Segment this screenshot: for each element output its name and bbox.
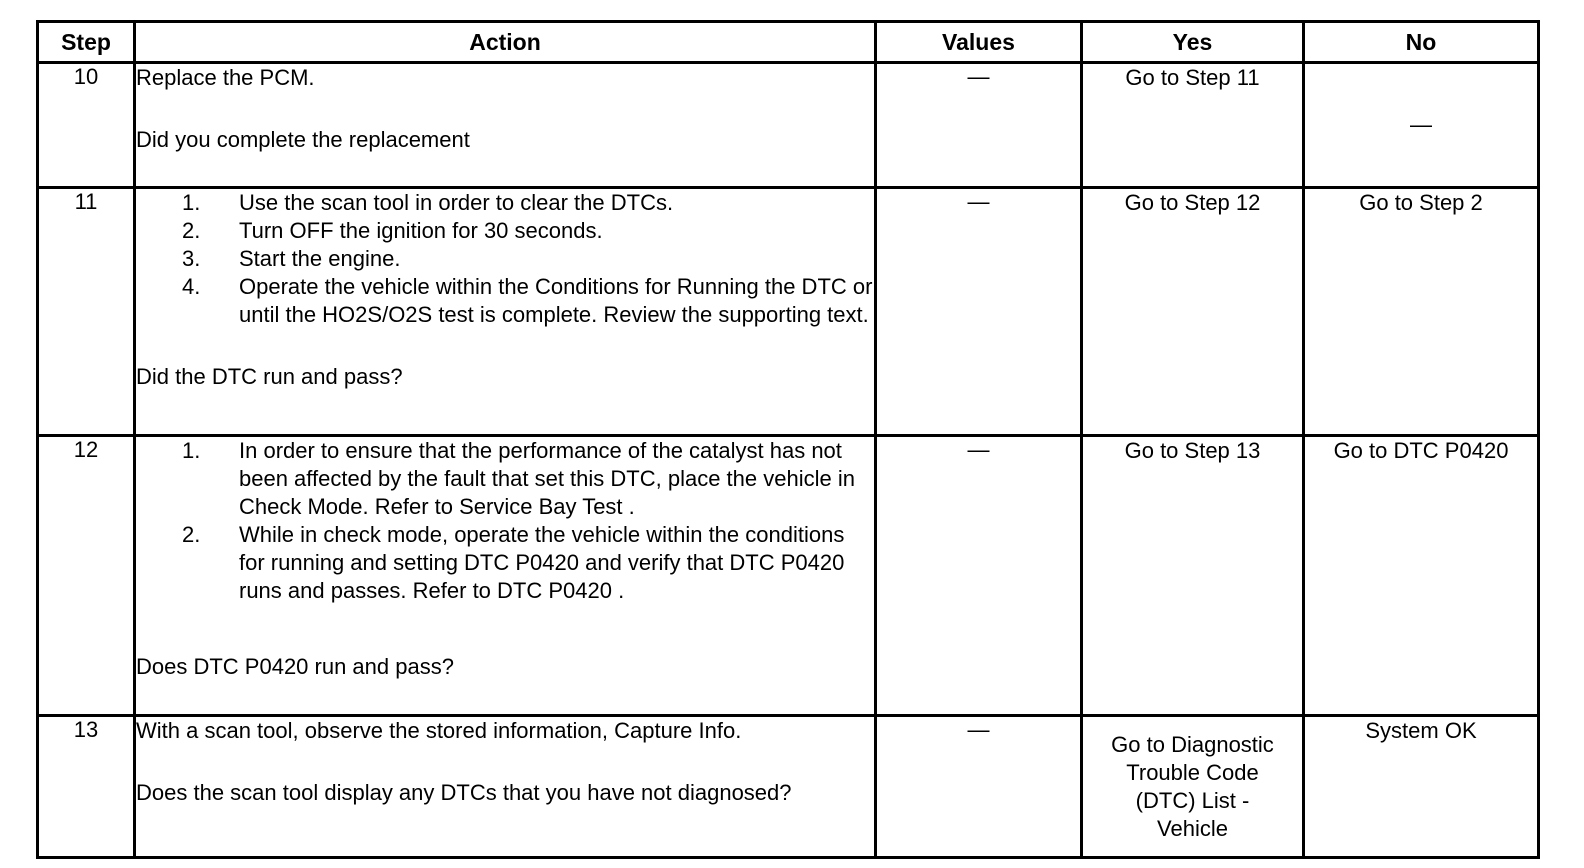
action-cell: 1. In order to ensure that the performan… <box>133 434 877 717</box>
no-cell: Go to Step 2 <box>1302 186 1540 437</box>
yes-content: Go to Step 12 <box>1083 189 1302 217</box>
list-item: 4. Operate the vehicle within the Condit… <box>136 273 874 329</box>
table-header: Step Action Values Yes No <box>36 20 1540 64</box>
yes-cell: Go to Step 12 <box>1080 186 1305 437</box>
list-item-number: 2. <box>182 522 201 547</box>
no-cell: System OK <box>1302 714 1540 859</box>
yes-cell: Go to Step 11 <box>1080 61 1305 189</box>
yes-content: Go to Step 11 <box>1083 64 1302 92</box>
list-item-text: Operate the vehicle within the Condition… <box>239 274 873 327</box>
column-header-yes: Yes <box>1080 20 1305 64</box>
no-line: Go to Step 2 <box>1359 190 1483 215</box>
action-question-text: Did you complete the replacement <box>136 127 470 152</box>
action-cell: With a scan tool, observe the stored inf… <box>133 714 877 859</box>
spacer <box>136 92 874 126</box>
step-number-cell: 13 <box>36 714 136 859</box>
yes-line: Go to Step 12 <box>1124 190 1261 215</box>
no-cell: Go to DTC P0420 <box>1302 434 1540 717</box>
list-item: 1. In order to ensure that the performan… <box>136 437 874 521</box>
no-content: System OK <box>1305 717 1537 745</box>
list-item-text: Start the engine. <box>239 246 401 271</box>
list-item-text: In order to ensure that the performance … <box>239 438 862 519</box>
values-cell: — <box>874 714 1083 859</box>
spacer <box>136 329 874 363</box>
spacer <box>136 605 874 653</box>
list-item-number: 3. <box>182 246 201 271</box>
action-step-list: 1. Use the scan tool in order to clear t… <box>136 189 874 329</box>
yes-cell: Go to Step 13 <box>1080 434 1305 717</box>
yes-line: Go to Diagnostic <box>1111 731 1274 757</box>
yes-content: Go to Diagnostic Trouble Code (DTC) List… <box>1083 731 1302 843</box>
list-item: 2. While in check mode, operate the vehi… <box>136 521 874 605</box>
list-item-number: 1. <box>182 190 201 215</box>
list-item: 3. Start the engine. <box>136 245 874 273</box>
list-item-number: 1. <box>182 438 201 463</box>
yes-line: Go to Step 13 <box>1124 438 1261 463</box>
column-header-step: Step <box>36 20 136 64</box>
action-cell: 1. Use the scan tool in order to clear t… <box>133 186 877 437</box>
yes-cell: Go to Diagnostic Trouble Code (DTC) List… <box>1080 714 1305 859</box>
values-cell: — <box>874 434 1083 717</box>
step-number-cell: 10 <box>36 61 136 189</box>
spacer <box>136 745 874 779</box>
diagnostic-procedure-table: Step Action Values Yes No 10 Replace the… <box>36 20 1540 859</box>
table-row: 10 Replace the PCM. Did you complete the… <box>36 61 1540 189</box>
action-step-list: 1. In order to ensure that the performan… <box>136 437 874 605</box>
no-line: — <box>1410 112 1432 137</box>
action-question-text: Does DTC P0420 run and pass? <box>136 654 454 679</box>
list-item-text: While in check mode, operate the vehicle… <box>239 522 851 603</box>
table-row: 12 1. In order to ensure that the perfor… <box>36 434 1540 717</box>
step-number-cell: 11 <box>36 186 136 437</box>
list-item: 1. Use the scan tool in order to clear t… <box>136 189 874 217</box>
values-cell: — <box>874 61 1083 189</box>
action-lead-text: Replace the PCM. <box>136 65 315 90</box>
no-content: — <box>1305 111 1537 139</box>
list-item-text: Use the scan tool in order to clear the … <box>239 190 674 215</box>
column-header-no: No <box>1302 20 1540 64</box>
no-line: System OK <box>1365 718 1477 743</box>
yes-line: Go to Step 11 <box>1125 65 1260 90</box>
column-header-values: Values <box>874 20 1083 64</box>
no-line: Go to DTC P0420 <box>1333 438 1509 463</box>
no-cell: — <box>1302 61 1540 189</box>
list-item-number: 2. <box>182 218 201 243</box>
action-lead-text: With a scan tool, observe the stored inf… <box>136 718 742 743</box>
action-question-text: Does the scan tool display any DTCs that… <box>136 780 792 805</box>
table-row: 13 With a scan tool, observe the stored … <box>36 714 1540 859</box>
no-content: Go to DTC P0420 <box>1305 437 1537 465</box>
table-row: 11 1. Use the scan tool in order to clea… <box>36 186 1540 437</box>
yes-line: Trouble Code <box>1126 759 1259 785</box>
action-question-text: Did the DTC run and pass? <box>136 364 403 389</box>
step-number-cell: 12 <box>36 434 136 717</box>
table-body: 10 Replace the PCM. Did you complete the… <box>36 61 1540 859</box>
list-item-text: Turn OFF the ignition for 30 seconds. <box>239 218 603 243</box>
header-row: Step Action Values Yes No <box>36 20 1540 64</box>
action-cell: Replace the PCM. Did you complete the re… <box>133 61 877 189</box>
column-header-action: Action <box>133 20 877 64</box>
yes-line: Vehicle <box>1157 815 1228 841</box>
yes-content: Go to Step 13 <box>1083 437 1302 465</box>
list-item: 2. Turn OFF the ignition for 30 seconds. <box>136 217 874 245</box>
list-item-number: 4. <box>182 274 201 299</box>
values-cell: — <box>874 186 1083 437</box>
no-content: Go to Step 2 <box>1305 189 1537 217</box>
yes-line: (DTC) List - <box>1135 787 1250 813</box>
